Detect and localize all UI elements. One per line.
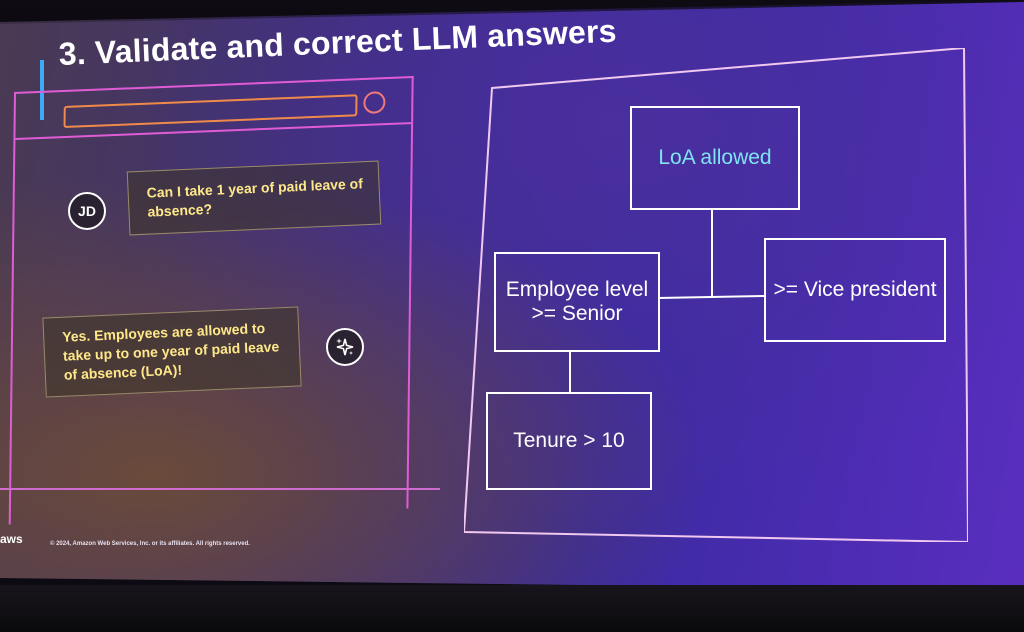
chat-search-bar[interactable] bbox=[63, 94, 358, 129]
tree-node-employee-level-label: Employee level >= Senior bbox=[505, 278, 649, 325]
tree-node-tenure-label: Tenure > 10 bbox=[513, 429, 625, 452]
title-accent-bar bbox=[40, 60, 44, 120]
user-question-text: Can I take 1 year of paid leave of absen… bbox=[146, 175, 364, 220]
ai-avatar bbox=[326, 328, 364, 366]
menu-circle-icon[interactable] bbox=[363, 91, 386, 115]
aws-logo: aws bbox=[0, 532, 23, 546]
floor-shadow bbox=[0, 585, 1024, 632]
tree-node-root: LoA allowed bbox=[630, 106, 800, 210]
ai-answer-bubble: Yes. Employees are allowed to take up to… bbox=[42, 306, 302, 398]
tree-node-root-label: LoA allowed bbox=[658, 146, 772, 169]
user-avatar: JD bbox=[68, 192, 106, 230]
chat-bottom-divider bbox=[0, 488, 440, 490]
footer-copyright: © 2024, Amazon Web Services, Inc. or its… bbox=[50, 541, 250, 547]
user-question-bubble: Can I take 1 year of paid leave of absen… bbox=[126, 160, 382, 236]
ai-answer-text: Yes. Employees are allowed to take up to… bbox=[61, 319, 280, 383]
tree-node-tenure: Tenure > 10 bbox=[486, 392, 652, 490]
decision-tree-frame bbox=[464, 48, 968, 542]
sparkles-icon bbox=[336, 338, 354, 356]
user-avatar-initials: JD bbox=[78, 203, 96, 219]
tree-connector-horizontal bbox=[657, 295, 765, 299]
tree-node-vice-president-label: >= Vice president bbox=[773, 278, 937, 301]
decision-tree-panel: LoA allowed Employee level >= Senior >= … bbox=[464, 48, 968, 542]
tree-node-vice-president: >= Vice president bbox=[764, 238, 946, 342]
tree-node-employee-level: Employee level >= Senior bbox=[494, 252, 660, 352]
chat-window-frame bbox=[8, 75, 414, 525]
